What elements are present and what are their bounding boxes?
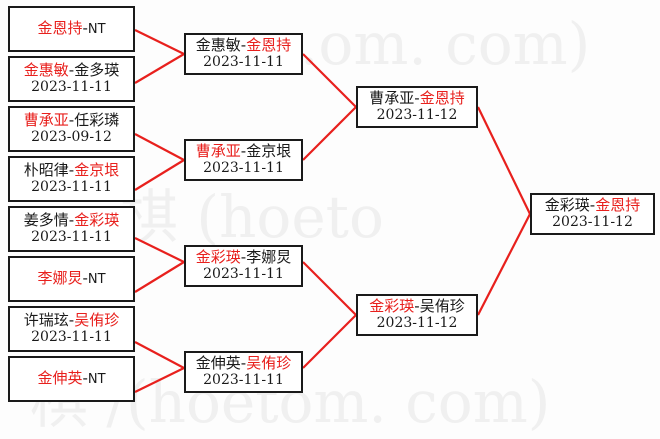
player-separator: - — [414, 297, 420, 316]
match-players: 金伸英-吴侑珍 — [196, 355, 291, 372]
match-date: 2023-11-11 — [31, 329, 112, 346]
match-players: 姜多情-金彩瑛 — [24, 212, 119, 229]
player-left: 曹承亚 — [195, 142, 241, 161]
player-separator: - — [68, 211, 75, 230]
match-players: 金恩持-NT — [37, 20, 105, 38]
tournament-bracket: .om. com) 棋 (hoeto 棋 /(hoetom. com) 金恩持-… — [8, 6, 655, 436]
player-separator: - — [68, 161, 75, 180]
player-separator: - — [240, 142, 247, 161]
player-right: NT — [87, 22, 106, 38]
match-players: 李娜炅-NT — [37, 270, 105, 288]
player-separator: - — [82, 19, 88, 38]
match-date: 2023-11-12 — [552, 214, 633, 231]
player-separator: - — [68, 111, 75, 130]
match-players: 金伸英-NT — [37, 370, 105, 388]
player-left: 金伸英 — [37, 369, 83, 388]
player-left: 金彩瑛 — [369, 297, 415, 316]
player-left: 金彩瑛 — [544, 196, 590, 215]
player-separator: - — [82, 369, 88, 388]
player-right: 金恩持 — [246, 36, 292, 55]
match-date: 2023-11-12 — [376, 315, 458, 332]
player-left: 李娜炅 — [37, 269, 83, 288]
match-date: 2023-11-11 — [31, 179, 112, 196]
player-left: 金彩瑛 — [195, 248, 241, 267]
player-right: 金恩持 — [419, 89, 465, 108]
player-left: 金惠敏 — [23, 61, 69, 80]
player-left: 姜多情 — [23, 211, 69, 230]
player-separator: - — [240, 354, 247, 373]
match-players: 朴昭律-金京垠 — [24, 162, 119, 179]
player-separator: - — [68, 311, 75, 330]
player-left: 曹承亚 — [369, 89, 415, 108]
match-players: 曹承亚-金京垠 — [196, 143, 291, 160]
player-right: 金多瑛 — [74, 61, 120, 80]
match-players: 金惠敏-金恩持 — [196, 37, 291, 54]
match-players: 曹承亚-金恩持 — [369, 90, 464, 107]
watermark-top: .om. com) — [300, 10, 591, 78]
match-date: 2023-11-11 — [203, 54, 284, 71]
player-right: 任彩璘 — [74, 111, 120, 130]
player-right: NT — [87, 372, 106, 388]
match-players: 金惠敏-金多瑛 — [24, 62, 119, 79]
watermark-middle: 棋 (hoeto — [120, 183, 384, 251]
player-right: 李娜炅 — [246, 248, 292, 267]
player-left: 朴昭律 — [23, 161, 69, 180]
player-right: 金京垠 — [74, 161, 120, 180]
player-right: 吴侑珍 — [419, 297, 465, 316]
player-separator: - — [68, 61, 75, 80]
match-players: 金彩瑛-金恩持 — [545, 197, 640, 214]
match-date: 2023-11-11 — [31, 79, 112, 96]
match-date: 2023-11-11 — [203, 372, 284, 389]
match-date: 2023-11-11 — [31, 229, 112, 246]
player-right: 金彩瑛 — [74, 211, 120, 230]
match-date: 2023-11-12 — [376, 107, 458, 124]
player-left: 曹承亚 — [23, 111, 69, 130]
player-left: 金伸英 — [195, 354, 241, 373]
player-separator: - — [240, 248, 247, 267]
player-right: 吴侑珍 — [246, 354, 292, 373]
player-left: 许瑞玹 — [23, 311, 69, 330]
player-right: NT — [87, 272, 106, 288]
player-separator: - — [414, 89, 420, 108]
player-left: 金惠敏 — [195, 36, 241, 55]
match-date: 2023-11-11 — [203, 266, 284, 283]
player-separator: - — [240, 36, 247, 55]
match-players: 金彩瑛-李娜炅 — [196, 249, 291, 266]
player-right: 金恩持 — [595, 196, 641, 215]
match-players: 金彩瑛-吴侑珍 — [369, 298, 464, 315]
match-box[interactable]: 金伸英-NT — [8, 356, 135, 402]
player-separator: - — [589, 196, 596, 215]
player-right: 金京垠 — [246, 142, 292, 161]
player-left: 金恩持 — [37, 19, 83, 38]
match-box[interactable]: 金恩持-NT — [8, 6, 135, 52]
match-date: 2023-09-12 — [31, 129, 112, 146]
match-box[interactable]: 李娜炅-NT — [8, 256, 135, 302]
match-date: 2023-11-11 — [203, 160, 284, 177]
match-players: 许瑞玹-吴侑珍 — [24, 312, 119, 329]
player-separator: - — [82, 269, 88, 288]
match-players: 曹承亚-任彩璘 — [24, 112, 119, 129]
player-right: 吴侑珍 — [74, 311, 120, 330]
